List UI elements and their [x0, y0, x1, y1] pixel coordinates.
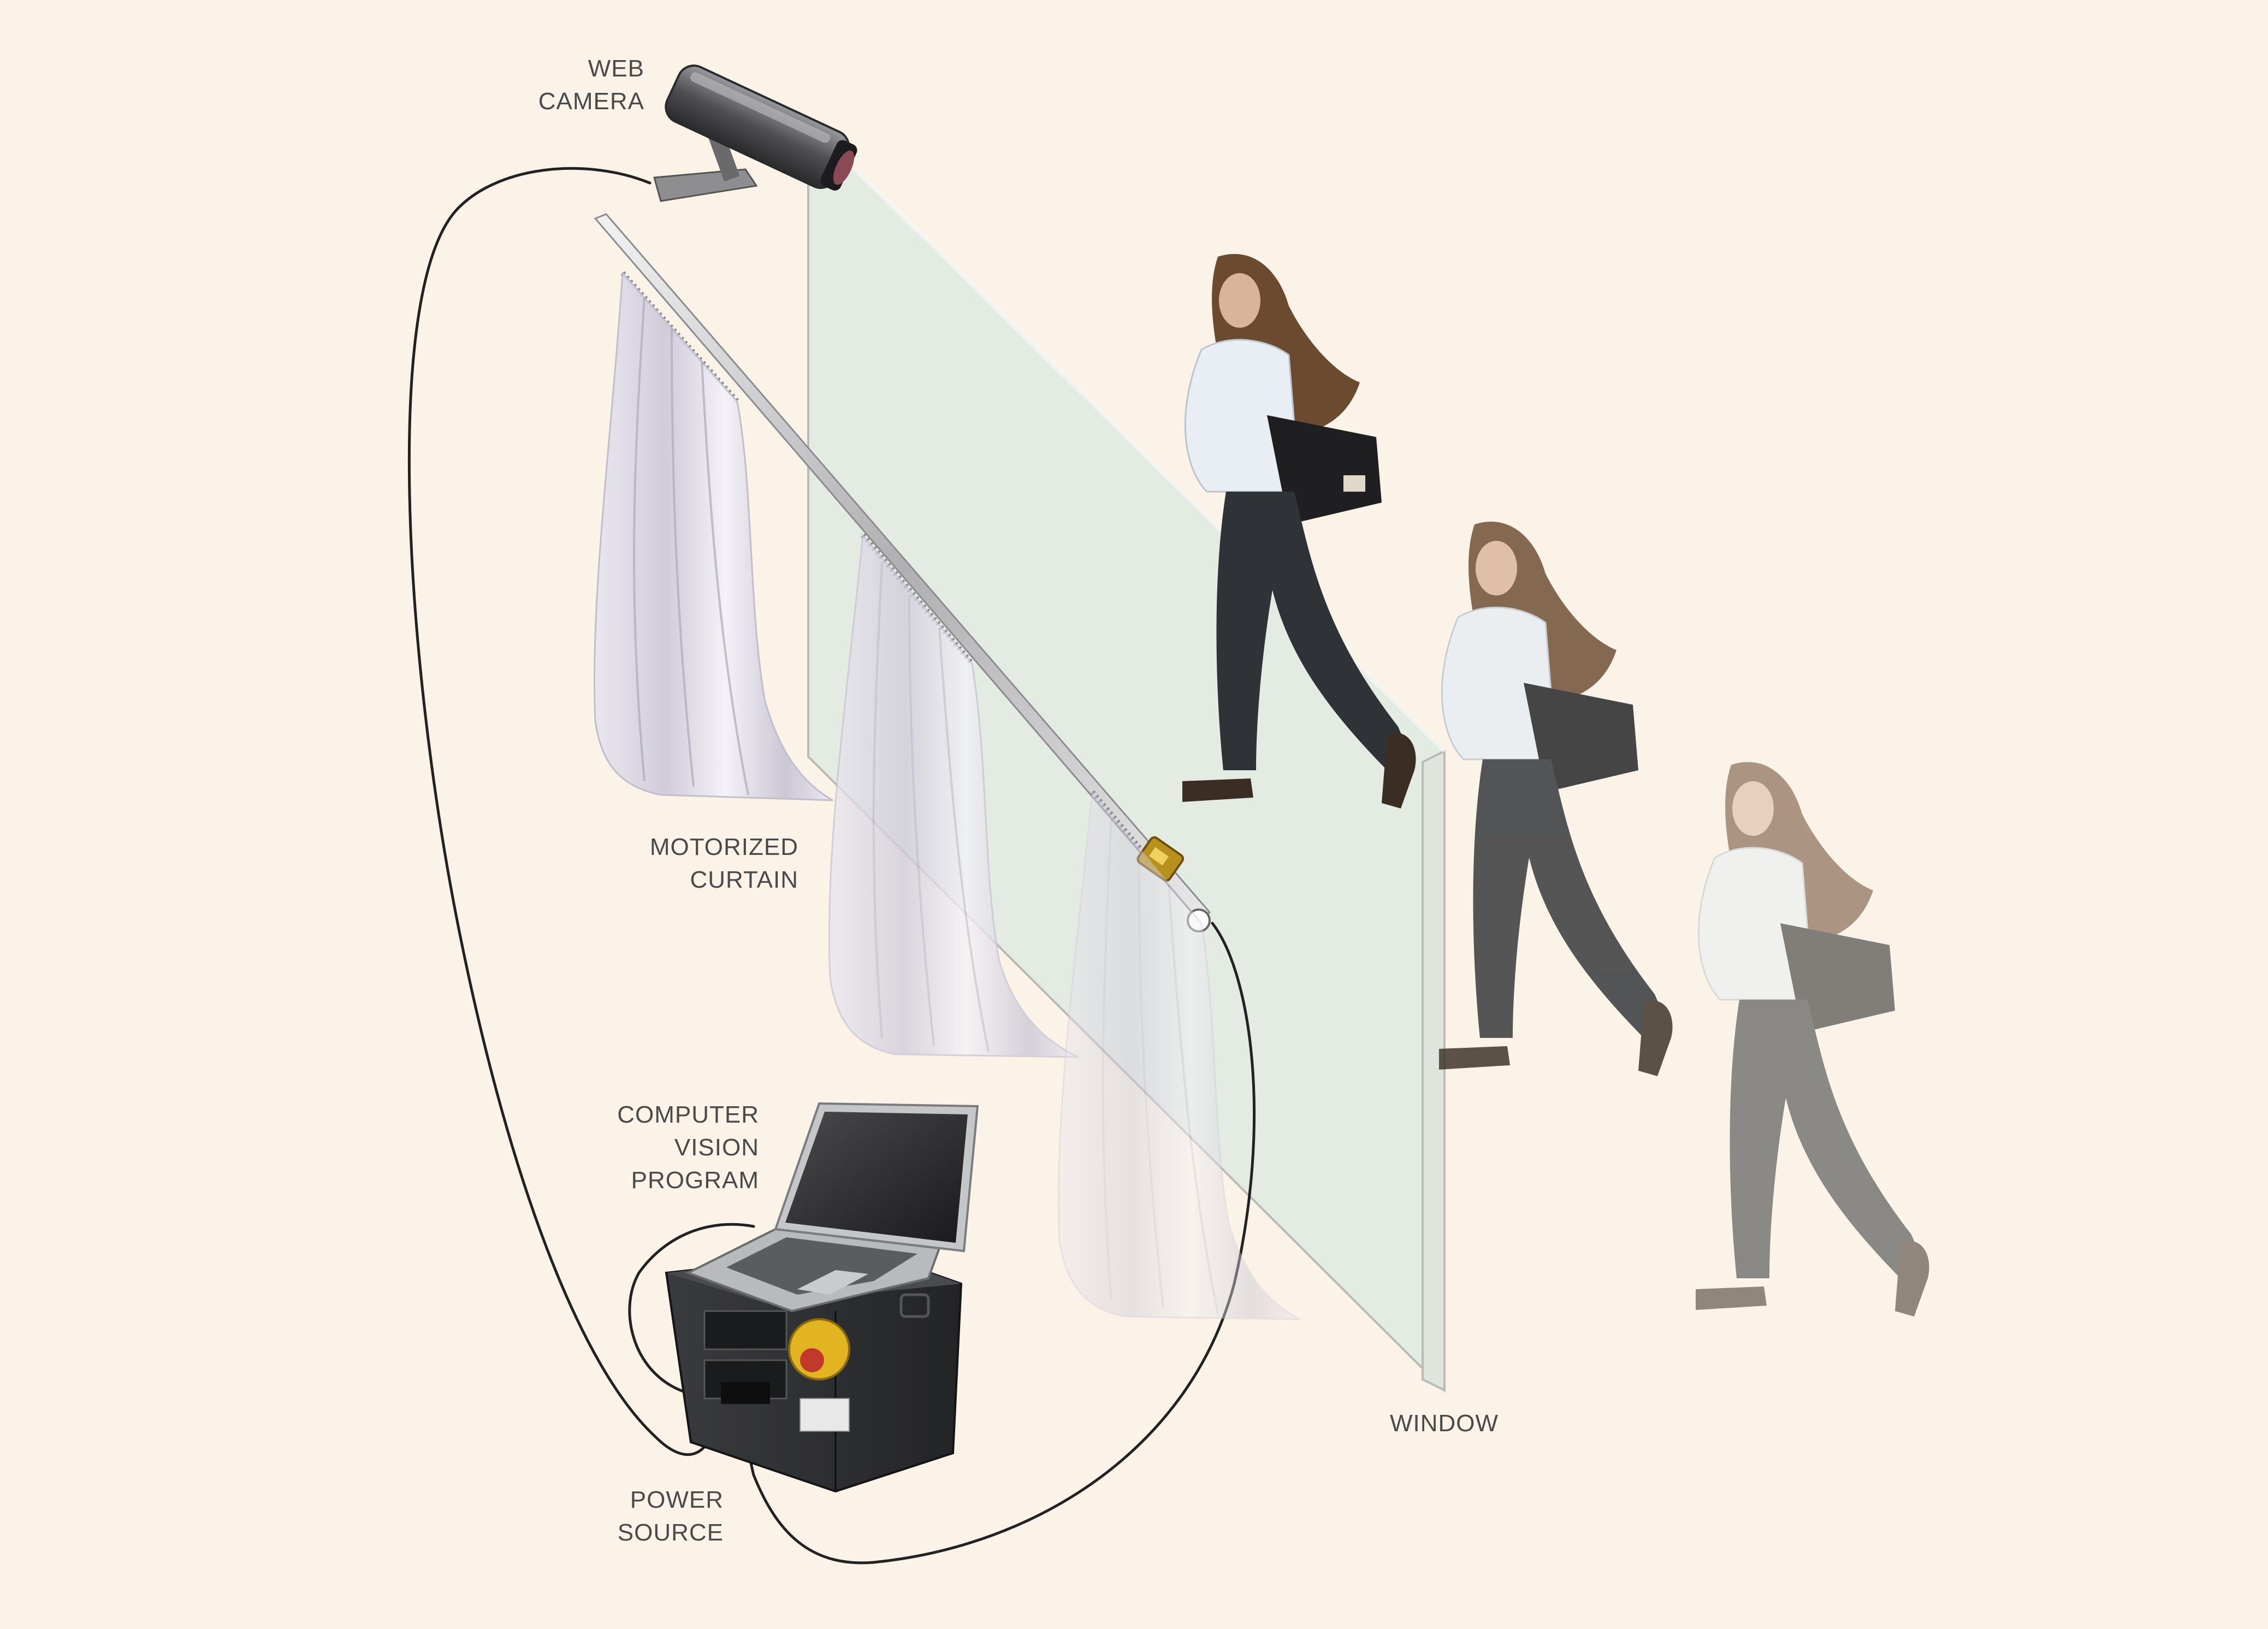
- label-power-source-line-2: SOURCE: [618, 1519, 724, 1546]
- label-computer-vision-program-line-3: PROGRAM: [631, 1167, 759, 1194]
- label-motorized-curtain-line-2: CURTAIN: [690, 866, 799, 893]
- label-power-source-line-1: POWER: [630, 1486, 724, 1513]
- walking-person-2-icon: [1439, 521, 1673, 1076]
- walking-person-1-icon: [1182, 253, 1416, 808]
- label-web-camera: WEB CAMERA: [538, 55, 644, 115]
- label-window: WINDOW: [1390, 1410, 1499, 1437]
- label-web-camera-line-1: WEB: [588, 55, 644, 82]
- label-computer-vision-program-line-2: VISION: [674, 1134, 759, 1161]
- web-camera-icon: [653, 64, 857, 202]
- label-web-camera-line-2: CAMERA: [538, 88, 644, 115]
- label-computer-vision-program-line-1: COMPUTER: [617, 1101, 759, 1128]
- label-computer-vision-program: COMPUTER VISION PROGRAM: [617, 1101, 759, 1194]
- curtain-panel-2: [828, 533, 1079, 1058]
- label-motorized-curtain-line-1: MOTORIZED: [650, 834, 798, 860]
- label-motorized-curtain: MOTORIZED CURTAIN: [650, 834, 798, 893]
- curtain-panel-3: [1057, 790, 1300, 1320]
- laptop-icon: [685, 1102, 979, 1313]
- emergency-stop-button-icon: [788, 1318, 850, 1380]
- camera-cable: [407, 167, 717, 1456]
- walking-person-3-icon: [1696, 762, 1929, 1317]
- power-source-box-icon: [665, 1249, 963, 1493]
- motor-cable: [745, 922, 1256, 1565]
- label-power-source: POWER SOURCE: [618, 1486, 724, 1546]
- curtain-panel-1: [593, 271, 833, 801]
